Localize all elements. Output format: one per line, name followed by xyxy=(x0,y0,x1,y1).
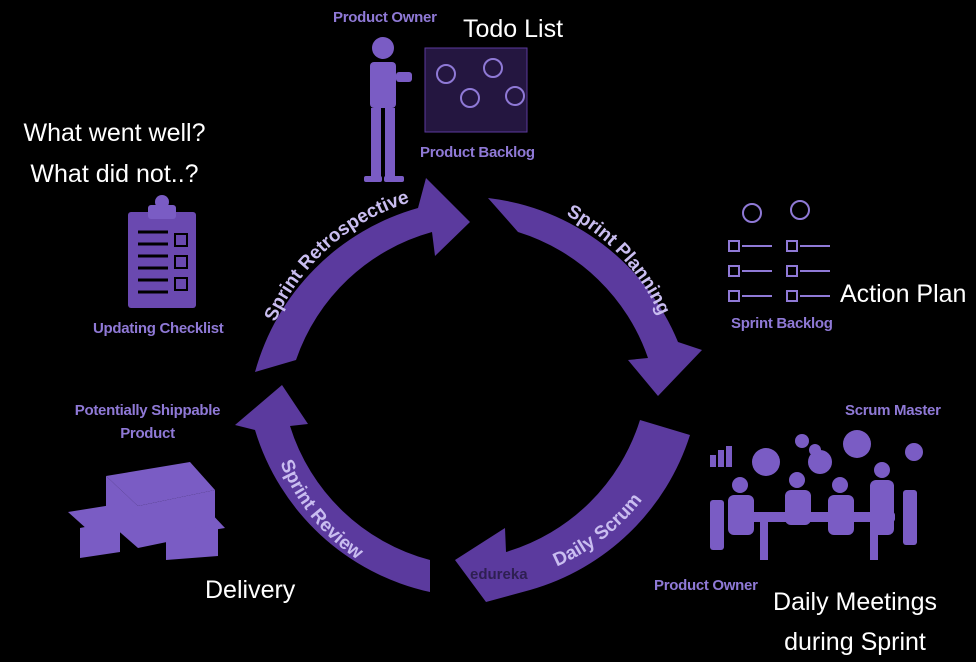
label-shippable-product: Potentially Shippable Product xyxy=(70,402,225,442)
note-daily-line1: Daily Meetings xyxy=(773,588,937,616)
watermark: edureka xyxy=(470,566,528,583)
label-product-owner-bottom: Product Owner xyxy=(654,577,758,594)
note-retro-line2: What did not..? xyxy=(30,160,199,188)
arrow-planning xyxy=(488,198,702,396)
note-daily-line2: during Sprint xyxy=(784,628,926,656)
note-todo-list: Todo List xyxy=(463,15,564,43)
label-shippable-line2: Product xyxy=(120,425,175,442)
label-updating-checklist: Updating Checklist xyxy=(93,320,224,337)
phase-review: Sprint Review xyxy=(276,457,367,564)
label-scrum-master: Scrum Master xyxy=(845,402,941,419)
team-meeting-icon xyxy=(710,430,923,560)
label-product-owner-top: Product Owner xyxy=(333,9,437,26)
label-sprint-backlog: Sprint Backlog xyxy=(731,315,833,332)
note-retro-line1: What went well? xyxy=(23,119,206,147)
note-delivery: Delivery xyxy=(205,576,296,604)
note-action-plan: Action Plan xyxy=(840,280,967,308)
note-retrospective-questions: What went well? What did not..? xyxy=(22,113,207,195)
clipboard-checklist-icon xyxy=(128,195,196,308)
arrow-daily-scrum xyxy=(455,420,690,602)
label-shippable-line1: Potentially Shippable xyxy=(74,402,221,419)
sprint-backlog-icon xyxy=(728,200,830,302)
cycle-arrows xyxy=(235,178,702,602)
arrow-review xyxy=(235,385,430,592)
product-owner-person-icon xyxy=(364,37,412,182)
arrow-retrospective xyxy=(255,178,470,372)
label-product-backlog: Product Backlog xyxy=(420,144,535,161)
backlog-board-icon xyxy=(424,47,528,133)
boxes-icon xyxy=(68,462,225,560)
note-daily-meetings: Daily Meetings during Sprint xyxy=(770,582,940,662)
